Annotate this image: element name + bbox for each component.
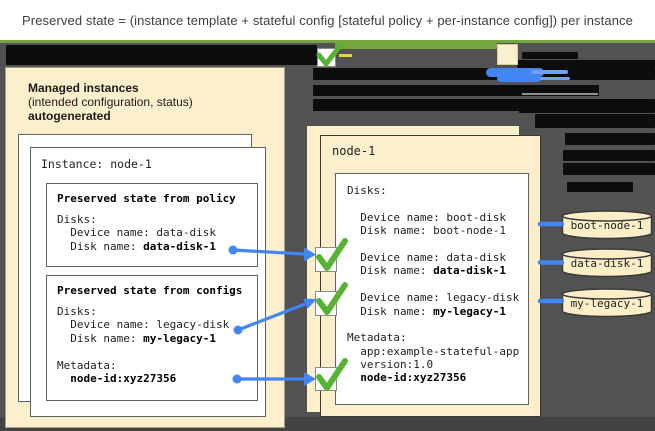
redacted-bar: [535, 114, 655, 128]
code-line: [347, 278, 519, 291]
code-line: [57, 345, 229, 358]
redacted-bar: [563, 163, 655, 175]
instance-card: Instance: node-1 Preserved state from po…: [30, 147, 266, 417]
code-line: [347, 238, 519, 251]
check-icon: [316, 282, 348, 315]
redacted-bar: [517, 60, 655, 68]
policy-state-box: Preserved state from policy Disks: Devic…: [46, 183, 258, 267]
disk-cylinder-data: data-disk-1: [561, 248, 653, 278]
redacted-bar: [6, 45, 317, 65]
instance-card-title: Instance: node-1: [41, 157, 152, 171]
marker-stroke-blue: [497, 75, 541, 82]
code-line: Disk name: my-legacy-1: [57, 331, 216, 345]
banner-text: Preserved state = (instance template + s…: [22, 12, 633, 28]
green-arrow-line: [335, 43, 497, 49]
vm-details-box: Disks: Device name: boot-disk Disk name:…: [335, 173, 529, 405]
configs-state-box: Preserved state from configs Disks: Devi…: [46, 275, 258, 401]
redacted-bar: [313, 68, 655, 80]
marker-stroke-blue: [532, 70, 568, 74]
disk-label: data-disk-1: [570, 257, 644, 270]
code-line: Device name: legacy-disk: [347, 291, 520, 305]
disk-connector-lines: [537, 221, 565, 304]
code-line: Disks:: [347, 184, 387, 197]
check-icon: [316, 358, 348, 391]
divider-line: [522, 93, 598, 95]
checkbox-legacy-disk: [315, 282, 348, 316]
redacted-bar: [567, 182, 633, 192]
code-line: Disk name: my-legacy-1: [347, 304, 506, 318]
redacted-bar: [565, 133, 655, 145]
policy-heading: Preserved state from policy: [57, 192, 236, 205]
disk-cylinder-icon: [561, 210, 653, 240]
panel-subtitle: (intended configuration, status): [28, 95, 193, 109]
yellow-square: [497, 44, 518, 65]
code-line: Disk name: data-disk-1: [347, 264, 506, 278]
code-line: Disks:: [57, 213, 97, 226]
banner: Preserved state = (instance template + s…: [0, 0, 655, 43]
redacted-bar: [522, 52, 578, 59]
redacted-bar: [563, 150, 655, 161]
panel-subtitle2: autogenerated: [28, 109, 111, 123]
code-line: [347, 318, 519, 331]
code-line: [347, 197, 519, 210]
code-line: Metadata:: [57, 358, 117, 372]
code-line: version:1.0: [347, 358, 434, 372]
vm-lines: Disks: Device name: boot-disk Disk name:…: [347, 184, 519, 385]
vm-panel: node-1 Disks: Device name: boot-disk Dis…: [320, 135, 541, 417]
configs-lines: Disks: Device name: legacy-disk Disk nam…: [57, 305, 229, 385]
marker-stroke-blue: [540, 77, 570, 80]
disk-cylinder-boot: boot-node-1: [561, 210, 653, 240]
disk-cylinder-legacy: my-legacy-1: [561, 288, 653, 318]
code-line: Device name: data-disk: [347, 250, 506, 264]
check-icon: [316, 238, 348, 271]
code-line: app:example-stateful-app: [347, 344, 520, 358]
code-line: Device name: boot-disk: [347, 210, 506, 224]
disk-cylinder-icon: [561, 288, 653, 318]
disk-label: my-legacy-1: [570, 297, 644, 310]
code-line: Metadata:: [347, 331, 407, 345]
disk-cylinder-icon: [561, 248, 653, 278]
policy-lines: Disks: Device name: data-disk Disk name:…: [57, 213, 216, 253]
code-line: Disks:: [57, 305, 97, 318]
check-icon: [316, 39, 346, 67]
redacted-bar: [519, 99, 655, 113]
code-line: Device name: legacy-disk: [57, 318, 230, 332]
code-line: node-id:xyz27356: [360, 371, 467, 385]
code-line: Disk name: boot-node-1: [347, 224, 506, 238]
marker-stroke-blue: [486, 68, 544, 77]
marker-dash-yellow: [339, 54, 352, 57]
checkbox-checked: [316, 39, 346, 67]
checkbox-data-disk: [315, 238, 348, 272]
code-line: node-id:xyz27356: [70, 371, 177, 385]
checkbox-node-id: [315, 358, 348, 391]
code-line: Device name: data-disk: [57, 226, 216, 240]
redacted-bar: [313, 85, 599, 96]
panel-title: Managed instances: [28, 81, 139, 95]
configs-heading: Preserved state from configs: [57, 284, 243, 297]
disk-label: boot-node-1: [570, 219, 644, 232]
vm-panel-title: node-1: [332, 144, 376, 158]
code-line: Disk name: data-disk-1: [57, 239, 216, 253]
